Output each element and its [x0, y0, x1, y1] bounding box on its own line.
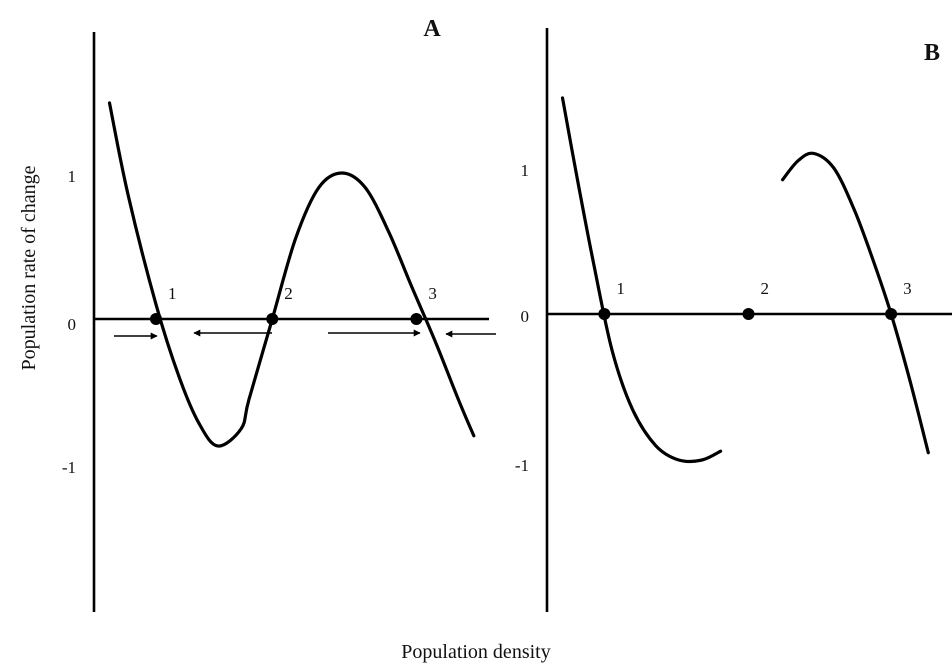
panel-a: A 1 0 -1 1 2 3 [62, 16, 496, 612]
panel-b-equilibrium-point-2 [742, 308, 755, 320]
panel-b-ytick-1: 1 [521, 161, 530, 180]
panel-a-equilibrium-label-2: 2 [284, 284, 293, 303]
panel-b-curve-left [560, 96, 723, 464]
panel-a-equilibrium-point-1 [150, 313, 162, 325]
panel-b-ytick-0: 0 [521, 307, 530, 326]
panel-b-label: B [924, 40, 940, 66]
panel-a-ytick-neg1: -1 [62, 458, 76, 477]
panel-a-ytick-0: 0 [68, 315, 77, 334]
panel-b-equilibrium-label-1: 1 [616, 279, 625, 298]
panel-b-curve-right [781, 151, 930, 455]
x-axis-title: Population density [401, 641, 550, 663]
panel-b-ytick-neg1: -1 [515, 456, 529, 475]
panel-b-equilibria: 1 2 3 [598, 279, 912, 320]
panel-b-equilibrium-point-3 [885, 308, 898, 320]
panel-a-curve [107, 101, 476, 448]
panel-a-equilibrium-label-1: 1 [168, 284, 177, 303]
panel-a-ytick-1: 1 [68, 167, 77, 186]
y-axis-title: Population rate of change [18, 165, 40, 370]
panel-a-equilibria: 1 2 3 [150, 284, 437, 325]
panel-a-flow-arrows [114, 329, 496, 340]
panel-a-equilibrium-label-3: 3 [428, 284, 437, 303]
panel-b: B 1 0 -1 1 2 3 [515, 28, 952, 612]
panel-b-equilibrium-point-1 [598, 308, 611, 320]
panel-b-equilibrium-label-2: 2 [761, 279, 770, 298]
panel-a-equilibrium-point-2 [266, 313, 279, 325]
panel-a-equilibrium-point-3 [410, 313, 423, 325]
panel-a-label: A [423, 16, 441, 42]
panel-b-equilibrium-label-3: 3 [903, 279, 912, 298]
